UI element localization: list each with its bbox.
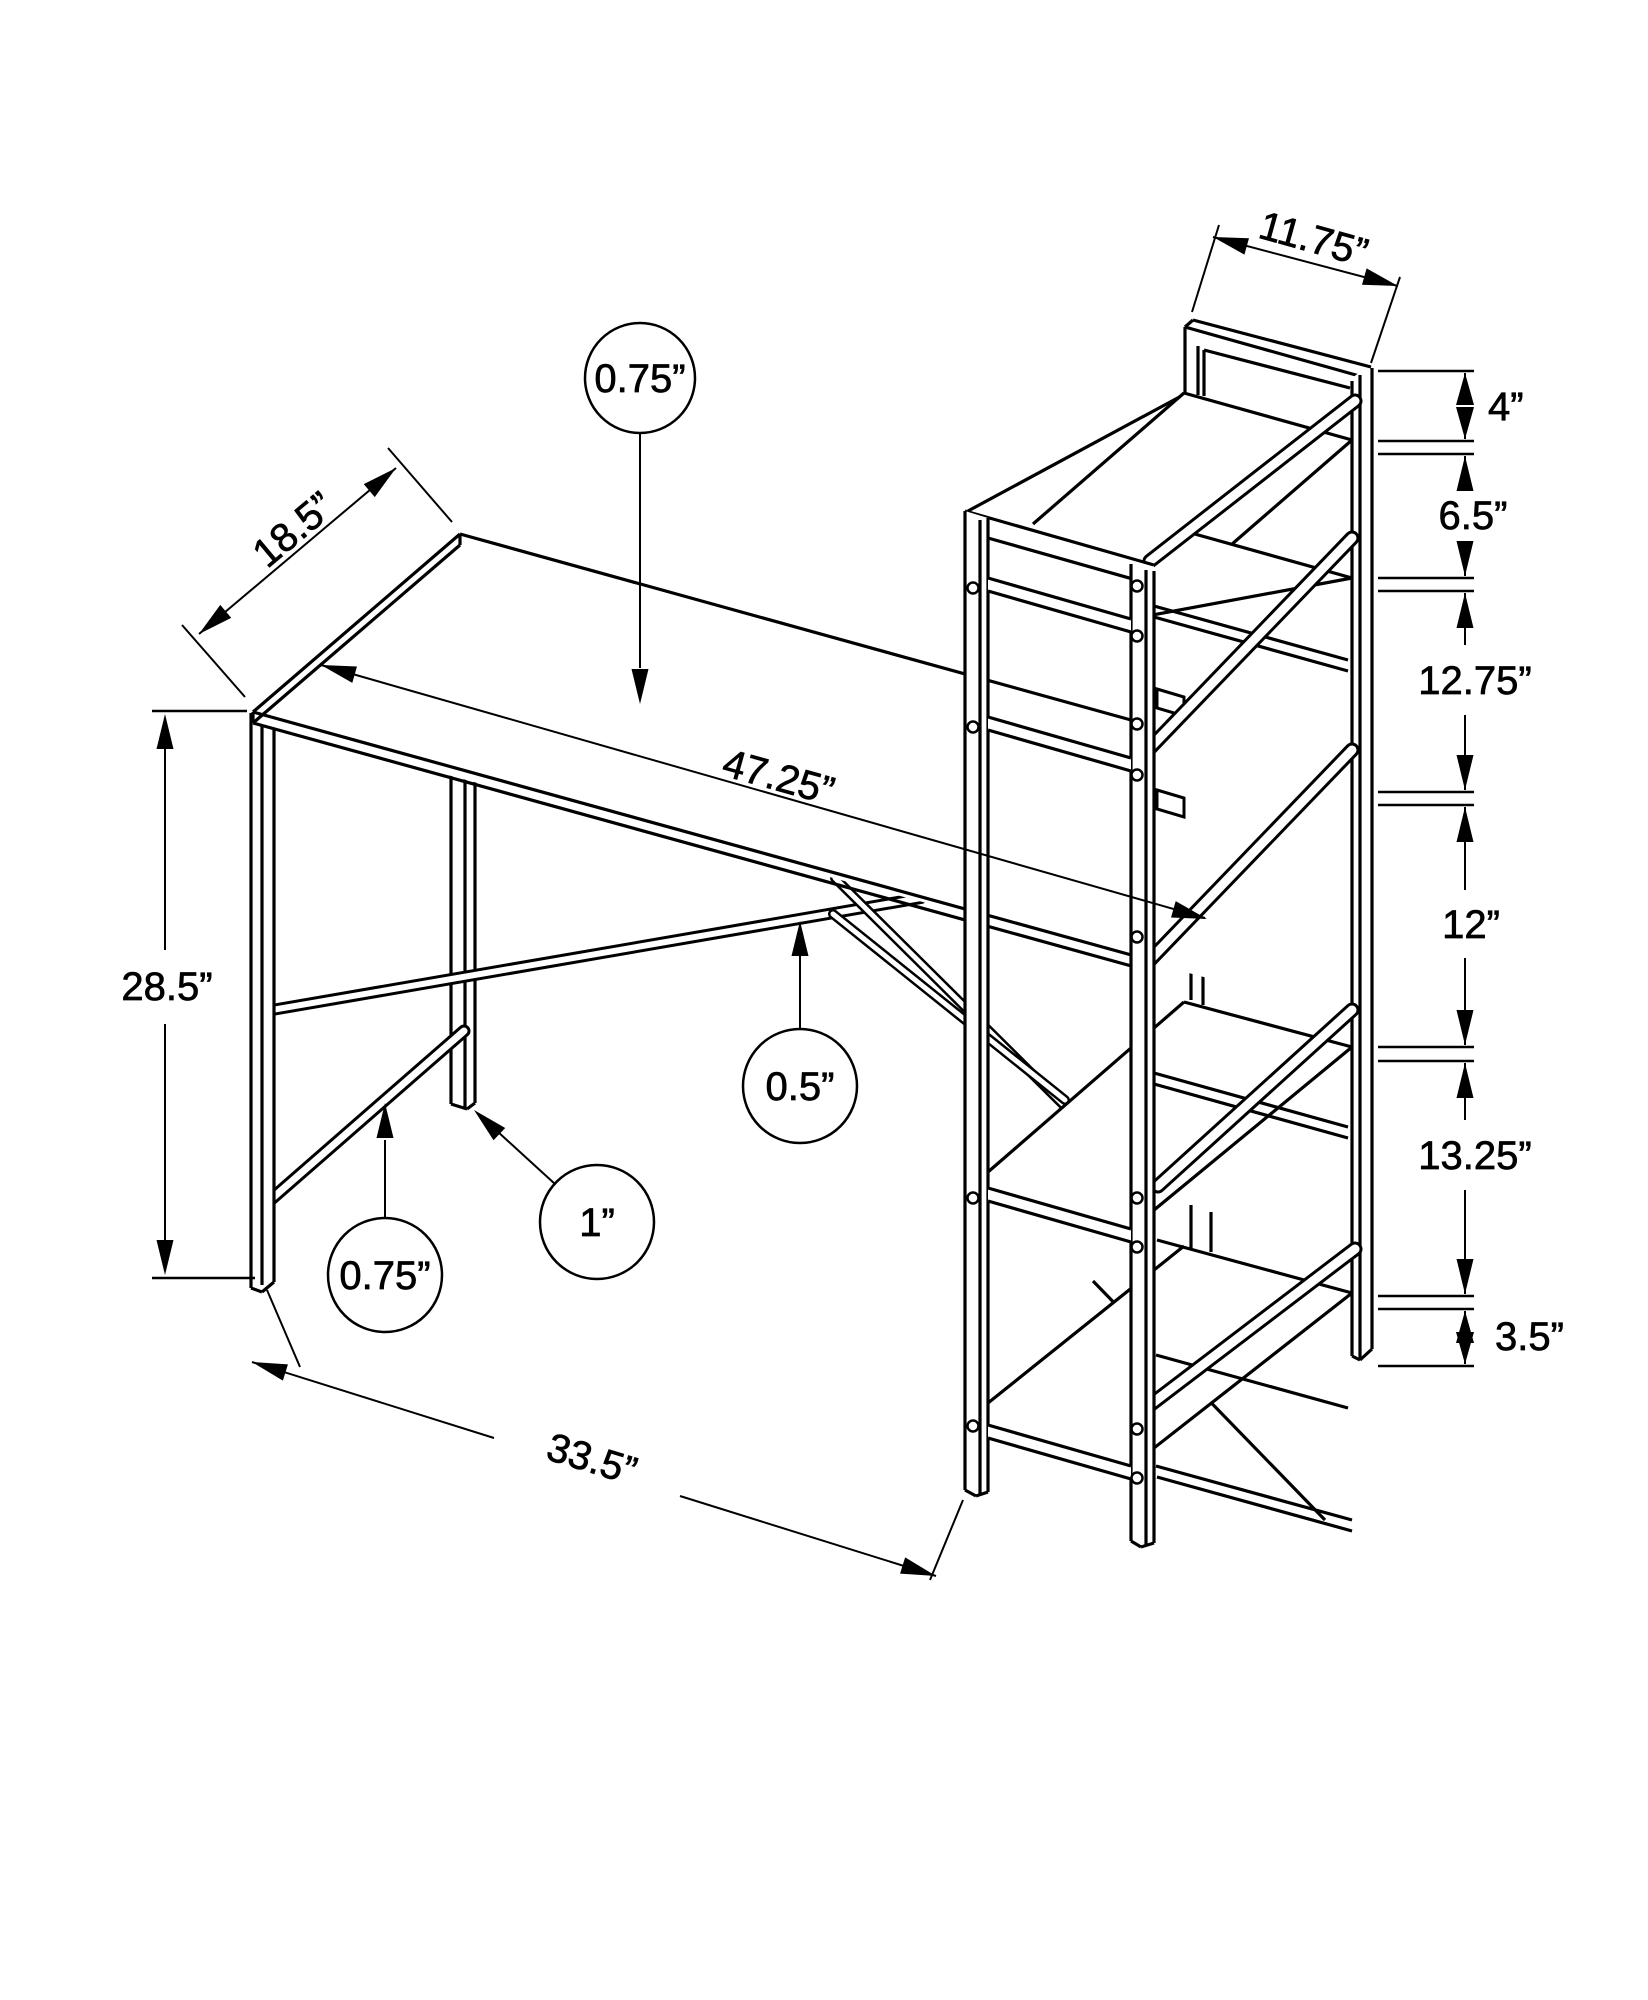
svg-text:28.5”: 28.5” xyxy=(121,965,212,1009)
svg-text:12.75”: 12.75” xyxy=(1418,659,1531,703)
svg-text:0.75”: 0.75” xyxy=(594,357,685,401)
svg-text:0.5”: 0.5” xyxy=(766,1065,835,1109)
svg-text:1”: 1” xyxy=(579,1201,615,1245)
svg-text:6.5”: 6.5” xyxy=(1439,494,1508,538)
svg-text:13.25”: 13.25” xyxy=(1418,1134,1531,1178)
svg-text:4”: 4” xyxy=(1488,385,1524,429)
svg-text:0.75”: 0.75” xyxy=(339,1254,430,1298)
svg-text:3.5”: 3.5” xyxy=(1495,1315,1564,1359)
svg-text:12”: 12” xyxy=(1442,903,1500,947)
